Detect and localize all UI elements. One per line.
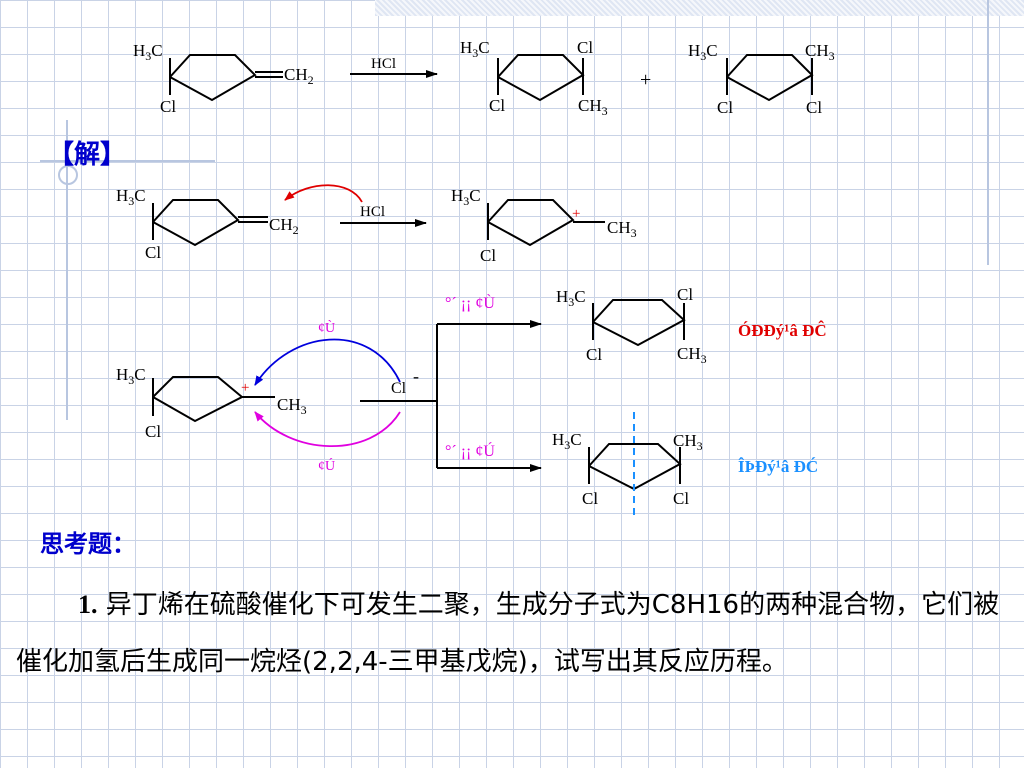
product-a-molecule: H3C Cl Cl CH3 xyxy=(556,285,707,366)
svg-text:H3C: H3C xyxy=(688,41,718,63)
plus-sign: + xyxy=(640,69,651,91)
product-a-note: ÓÐĐý¹â ĐĈ xyxy=(738,320,827,340)
svg-text:H3C: H3C xyxy=(116,186,146,208)
carbocation-molecule: H3C Cl + CH3 xyxy=(451,186,637,265)
question-title: 思考题： xyxy=(40,530,136,558)
svg-text:HCl: HCl xyxy=(371,56,396,72)
svg-text:CH3: CH3 xyxy=(805,41,835,63)
svg-text:H3C: H3C xyxy=(460,38,490,60)
product-b-note: ÎÞĐý¹â ĐĆ xyxy=(738,457,818,476)
question-body: 1. 异丁烯在硫酸催化下可发生二聚，生成分子式为C8H16的两种混合物，它们被催… xyxy=(16,576,1006,691)
decorative-top-bar xyxy=(375,0,1024,16)
svg-text:Cl: Cl xyxy=(582,489,598,508)
svg-text:H3C: H3C xyxy=(116,365,146,387)
svg-text:Cl: Cl xyxy=(577,38,593,57)
attack-arrow-bottom xyxy=(254,411,401,448)
svg-text:H3C: H3C xyxy=(552,430,582,452)
svg-text:CH2: CH2 xyxy=(269,215,299,237)
svg-text:+: + xyxy=(241,380,249,396)
solution-reactant-molecule: H3C Cl CH2 xyxy=(116,186,299,262)
product-b-molecule: H3C CH3 Cl Cl xyxy=(552,412,703,520)
svg-text:Cl: Cl xyxy=(717,98,733,117)
solution-header: 【解】 xyxy=(48,140,127,170)
svg-text:CH3: CH3 xyxy=(607,218,637,240)
svg-text:HCl: HCl xyxy=(360,204,385,220)
svg-text:CH3: CH3 xyxy=(578,96,608,118)
svg-text:H3C: H3C xyxy=(556,287,586,309)
svg-text:Cl: Cl xyxy=(677,285,693,304)
path-a-garbled-label: °´ ¡¡ ¢Ù xyxy=(445,293,495,312)
svg-text:H3C: H3C xyxy=(133,41,163,63)
svg-text:CH3: CH3 xyxy=(673,431,703,453)
svg-text:Cl: Cl xyxy=(806,98,822,117)
svg-text:Cl: Cl xyxy=(586,345,602,364)
decorative-right-line xyxy=(987,0,989,265)
svg-text:Cl: Cl xyxy=(480,246,496,265)
svg-text:Cl: Cl xyxy=(673,489,689,508)
attack-arrow-top xyxy=(254,338,401,386)
decorative-left-line xyxy=(66,120,68,420)
chloride-ion: Cl - xyxy=(391,366,419,397)
path-b-garbled-label: °´ ¡¡ ¢Ú xyxy=(445,441,495,460)
path-a-label: ¢Ù xyxy=(318,319,335,336)
branching-arrows xyxy=(360,320,542,472)
svg-text:Cl: Cl xyxy=(145,422,161,441)
positive-charge: + xyxy=(572,206,580,222)
svg-text:-: - xyxy=(413,366,419,386)
question-number: 1. xyxy=(78,590,98,619)
svg-text:Cl: Cl xyxy=(489,96,505,115)
svg-text:H3C: H3C xyxy=(451,186,481,208)
svg-text:Cl: Cl xyxy=(145,243,161,262)
reaction-arrow-1: HCl xyxy=(350,56,438,78)
reactant-molecule: H3C Cl CH2 xyxy=(133,41,314,116)
reaction-arrow-2: HCl xyxy=(340,204,427,227)
electron-flow-arrow-red xyxy=(284,184,363,203)
svg-text:CH3: CH3 xyxy=(277,395,307,417)
product-1-molecule: H3C Cl Cl CH3 xyxy=(460,38,608,118)
cation-intermediate-molecule: H3C Cl + CH3 xyxy=(116,365,307,441)
svg-text:CH3: CH3 xyxy=(677,344,707,366)
path-b-label: ¢Ú xyxy=(318,457,335,474)
decorative-horizontal-line xyxy=(40,160,215,162)
product-2-molecule: H3C CH3 Cl Cl xyxy=(688,41,835,117)
decorative-circle xyxy=(58,165,78,185)
svg-text:CH2: CH2 xyxy=(284,65,314,87)
svg-text:Cl: Cl xyxy=(160,97,176,116)
question-text: 异丁烯在硫酸催化下可发生二聚，生成分子式为C8H16的两种混合物，它们被催化加氢… xyxy=(16,590,1000,677)
svg-text:Cl: Cl xyxy=(391,380,407,397)
